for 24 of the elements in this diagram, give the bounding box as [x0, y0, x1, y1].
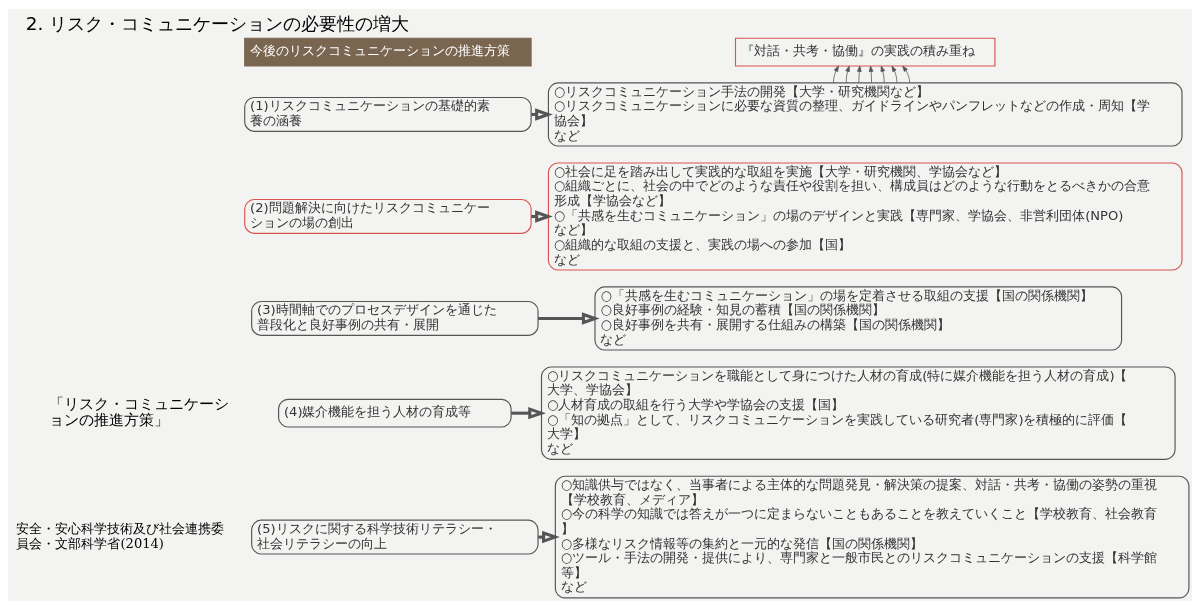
arrow [891, 65, 898, 83]
node-box: (3)時間軸でのプロセスデザインを通じた普段化と良好事例の共有・展開 [251, 300, 539, 336]
node-box: (4)媒介機能を担う人材の育成等 [278, 398, 512, 428]
diagram-title: 2. リスク・コミュニケーションの必要性の増大 [25, 12, 410, 34]
node-box: ○「共感を生むコミュニケーション」の場を定着させる取組の支援【国の関係機関】 ○良好事例の経験・知見の蓄積【国の関係機関】 ○良好事例を共有・展開する仕組みの構築【国の関係機関】 など [594, 285, 1123, 351]
node-box: 今後のリスクコミュニケーションの推進方策 [244, 37, 532, 67]
arrow [880, 65, 886, 83]
node-box: ○知識供与ではなく、当事者による主体的な問題発見・解決策の提案、対話・共考・協働の姿勢の重視【学校教育、メディア】 ○今の科学の知識では答えが一つに定まらないこともあることを教えていくこと【学校教育、社会教育】 ○多様なリスク情報等の集約と一元的な発信【国の関係機関】 ○ツール・手法の開発・提供により、専門家と一般市民とのリスクコミュニケーションの支援【科学館等】 など [554, 475, 1190, 598]
arrow [538, 311, 600, 325]
arrow [833, 65, 839, 83]
node-box: (1)リスクコミュニケーションの基礎的素養の涵養 [244, 96, 532, 132]
label: 「リスク・コミュニケーションの推進方策」 [49, 394, 230, 429]
node-box: ○リスクコミュニケーションを職能として身につけた人材の育成(特に媒介機能を担う人材の育成)【大学、学協会】 ○人材育成の取組を行う大学や学協会の支援【国】 ○「知の拠点」として、リスクコミュニケーションを実践している研究者(専門家)を積極的に評価【大学】 など [540, 365, 1176, 460]
arrow [868, 65, 874, 83]
label: 安全・安心科学技術及び社会連携委員会・文部科学省(2014) [16, 520, 225, 551]
node-box: ○社会に足を踏み出して実践的な取組を実施【大学・研究機関、学協会など】 ○組織ごとに、社会の中でどのような責任や役割を担い、構成員はどのような行動をとるべきかの合意形成【学協会など】 ○「共感を生むコミュニケーション」の場のデザインと実践【専門家、学協会、非営利団体(NPO)など】 ○組織的な取組の支援と、実践の場への参加【国】 など [547, 161, 1183, 271]
arrow [845, 65, 850, 83]
node-box: (2)問題解決に向けたリスクコミュニケーションの場の創出 [244, 198, 532, 234]
arrow [857, 65, 862, 83]
arrow [511, 406, 546, 419]
node-box: (5)リスクに関する科学技術リテラシー・社会リテラシーの向上 [251, 519, 539, 555]
node-box: ○リスクコミュニケーション手法の開発【大学・研究機関など】 ○リスクコミュニケーションに必要な資質の整理、ガイドラインやパンフレットなどの作成・周知【学協会】 など [547, 81, 1183, 147]
node-box: 『対話・共考・協働』の実践の積み重ね [734, 37, 996, 67]
arrow [902, 65, 911, 83]
